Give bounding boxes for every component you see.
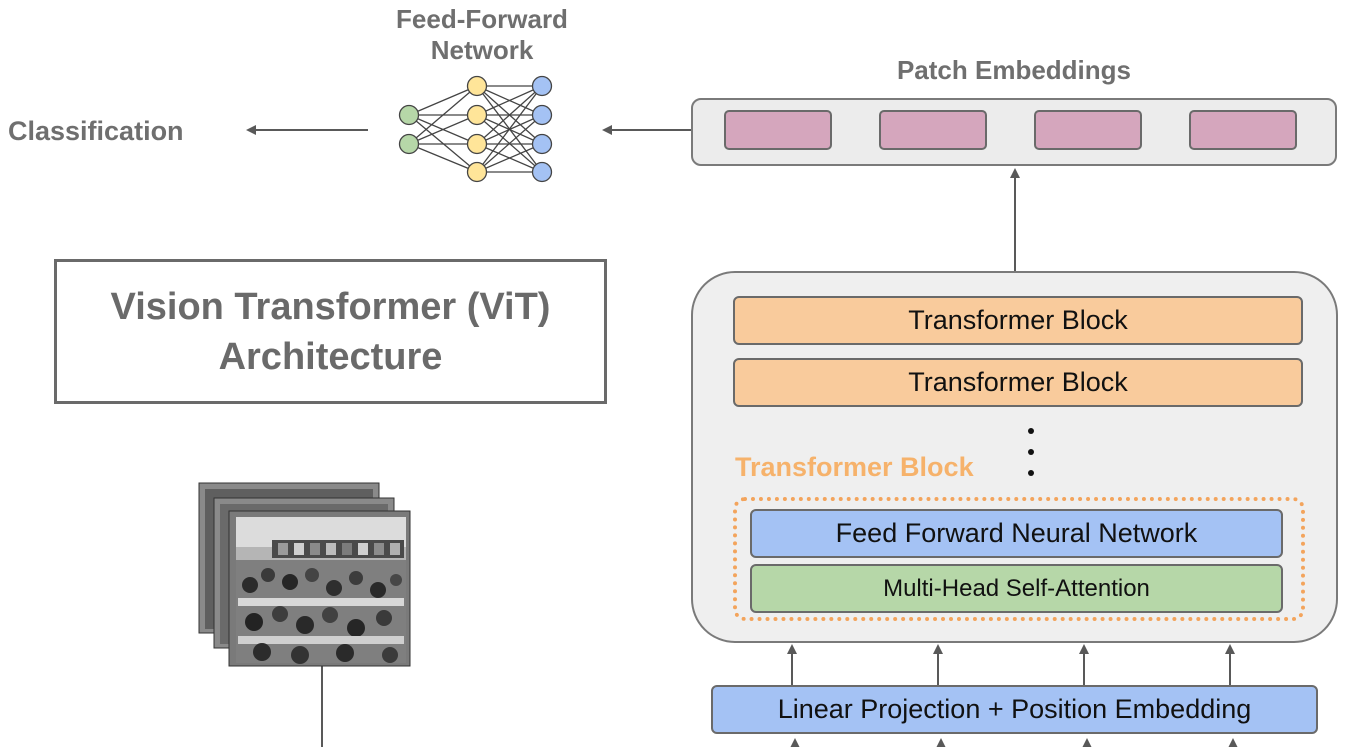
transformer-block-detail-outline — [733, 497, 1305, 621]
ellipsis-dot — [1028, 449, 1034, 455]
patch-embedding-cell — [1189, 110, 1297, 150]
multi-head-attention-block: Multi-Head Self-Attention — [750, 564, 1283, 613]
ffn-label-line1: Feed-Forward — [396, 4, 568, 34]
linear-projection-block: Linear Projection + Position Embedding — [711, 685, 1318, 734]
ellipsis-dot — [1028, 428, 1034, 434]
title-line2: Architecture — [218, 335, 443, 378]
neural-network-icon — [398, 75, 553, 183]
classification-label: Classification — [8, 116, 184, 146]
ffn-label: Feed-Forward Network — [362, 4, 602, 66]
patch-embedding-cell — [1034, 110, 1142, 150]
patch-embedding-cell — [879, 110, 987, 150]
ellipsis-dot — [1028, 470, 1034, 476]
transformer-block-detail-label: Transformer Block — [735, 452, 974, 482]
transformer-block-2: Transformer Block — [733, 358, 1303, 407]
architecture-title-box: Vision Transformer (ViT) Architecture — [54, 259, 607, 404]
feed-forward-block: Feed Forward Neural Network — [750, 509, 1283, 558]
patch-embedding-cell — [724, 110, 832, 150]
transformer-block-1: Transformer Block — [733, 296, 1303, 345]
ffn-label-line2: Network — [430, 35, 534, 65]
title-line1: Vision Transformer (ViT) — [110, 285, 551, 328]
input-image-stack-icon — [198, 482, 411, 667]
patch-embeddings-label: Patch Embeddings — [896, 55, 1132, 85]
